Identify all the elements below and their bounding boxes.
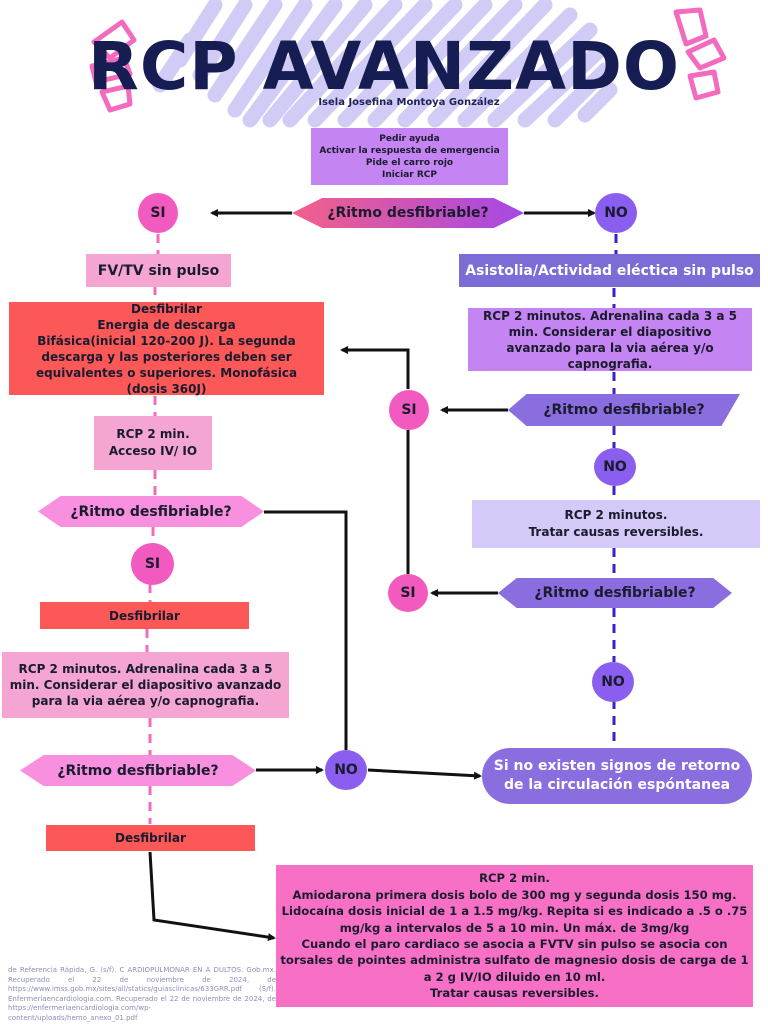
decision-rhythm-right-1: ¿Ritmo desfibriable?: [508, 394, 740, 426]
asistolia-box: Asistolia/Actividad eléctica sin pulso: [459, 254, 760, 287]
no-node-mid: NO: [325, 750, 367, 790]
decision-rhythm-right-2: ¿Ritmo desfibriable?: [498, 578, 732, 608]
defibrillate-energy-box: Desfibrilar Energia de descarga Bifásica…: [9, 302, 324, 396]
purple-dashed-spine: [612, 234, 618, 748]
decision-rhythm-left-3: ¿Ritmo desfibriable?: [20, 755, 256, 786]
yes-node-left-2: SI: [131, 543, 174, 585]
references-text: de Referencia Rápida, G. (s/f). C ARDIOP…: [8, 966, 276, 1022]
yes-node-mid-2: SI: [388, 574, 428, 612]
decision-rhythm-top: ¿Ritmo desfibriable?: [292, 198, 524, 228]
decision-rhythm-left-2: ¿Ritmo desfibriable?: [38, 496, 264, 527]
rcp-adrenaline-left-box: RCP 2 minutos. Adrenalina cada 3 a 5 min…: [2, 652, 289, 718]
pink-dashed-spine: [145, 234, 160, 824]
page-title: RCP AVANZADO: [88, 28, 680, 105]
yes-node-mid-1: SI: [389, 390, 429, 430]
fv-tv-box: FV/TV sin pulso: [86, 254, 231, 287]
rcp-access-box: RCP 2 min. Acceso IV/ IO: [94, 416, 212, 470]
brush-strokes-decoration: [152, 0, 618, 128]
author-name: Isela Josefina Montoya González: [318, 97, 500, 108]
rcp-adrenaline-right-box: RCP 2 minutos. Adrenalina cada 3 a 5 min…: [468, 308, 752, 371]
left-sparkle-decoration: [89, 19, 137, 113]
defibrillate-box-2: Desfibrilar: [40, 602, 249, 629]
no-node-top: NO: [595, 193, 637, 233]
right-sparkle-decoration: [673, 7, 727, 101]
solid-arrows: [148, 209, 596, 942]
no-node-right-1: NO: [594, 448, 636, 486]
end-rosc-box: Si no existen signos de retorno de la ci…: [482, 748, 752, 804]
yes-node-top: SI: [138, 193, 178, 233]
start-box: Pedir ayuda Activar la respuesta de emer…: [311, 128, 508, 185]
no-node-right-2: NO: [592, 662, 634, 702]
rcp-reversible-right-box: RCP 2 minutos. Tratar causas reversibles…: [472, 500, 760, 548]
final-medication-box: RCP 2 min. Amiodarona primera dosis bolo…: [276, 865, 753, 1007]
defibrillate-box-3: Desfibrilar: [46, 825, 255, 851]
